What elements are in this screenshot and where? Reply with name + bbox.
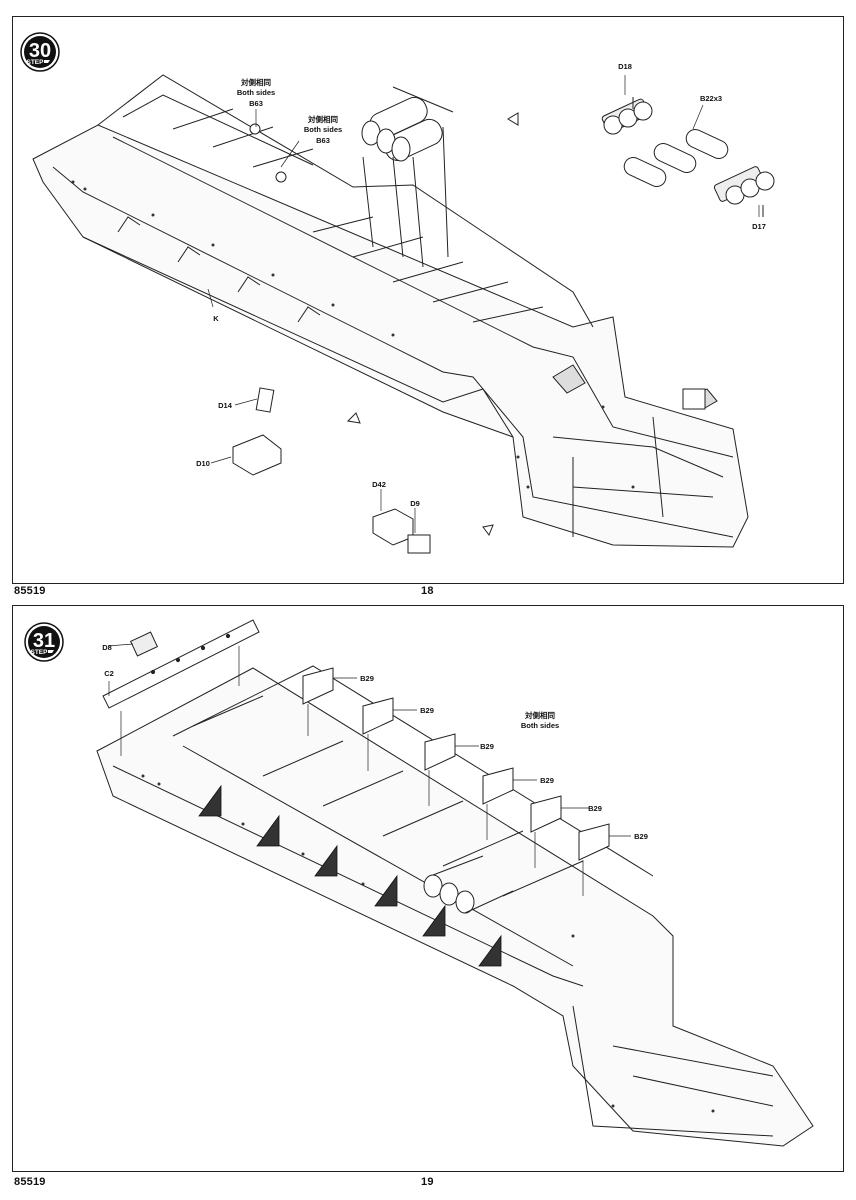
direction-arrows — [346, 112, 519, 537]
leader-lines-31 — [107, 643, 631, 896]
step-word: STEP — [27, 59, 45, 66]
label-d14: D14 — [218, 401, 233, 410]
note-en: Both sides — [521, 721, 559, 730]
step-30-badge: 30 STEP — [20, 32, 60, 72]
label-d9: D9 — [410, 499, 420, 508]
note-1-en: Both sides — [237, 88, 275, 97]
cylinder-set-right — [601, 97, 775, 217]
label-b29-1: B29 — [360, 674, 374, 683]
page-number-bottom: 19 — [421, 1176, 434, 1188]
chassis-frame — [32, 74, 749, 548]
note-2-cn: 対側相同 — [307, 114, 338, 124]
label-b29-6: B29 — [634, 832, 648, 841]
label-d42: D42 — [372, 480, 386, 489]
label-d17: D17 — [752, 222, 766, 231]
frame-holes — [71, 180, 635, 489]
label-b63-2: B63 — [316, 136, 330, 145]
kit-number-top: 85519 — [14, 585, 46, 597]
label-k: K — [213, 314, 219, 323]
step-number: 30 — [29, 40, 51, 62]
label-c2: C2 — [104, 669, 114, 678]
frame-tanks — [423, 855, 514, 914]
note-1-cn: 対側相同 — [240, 77, 271, 87]
label-b29-4: B29 — [540, 776, 554, 785]
step-31-badge: 31 STEP — [24, 622, 64, 662]
label-b29-2: B29 — [420, 706, 434, 715]
label-b22x3: B22x3 — [700, 94, 722, 103]
frame-holes-31 — [141, 774, 715, 1113]
chassis-frame-31 — [96, 665, 814, 1147]
step-number: 31 — [33, 630, 55, 652]
label-d8: D8 — [102, 643, 112, 652]
label-b63-1: B63 — [249, 99, 263, 108]
page-number-top: 18 — [421, 585, 434, 597]
step-30-illustration: 30 STEP — [20, 32, 775, 554]
rail-part-c2 — [102, 619, 260, 709]
label-b29-3: B29 — [480, 742, 494, 751]
step-31-illustration: 31 STEP — [24, 619, 814, 1147]
step-word: STEP — [31, 649, 49, 656]
b29-brackets — [302, 667, 610, 861]
note-cn: 対側相同 — [524, 710, 555, 720]
step-31-panel: 31 STEP — [12, 605, 844, 1172]
tank-cylinders-assembly — [361, 86, 454, 268]
leader-lines — [207, 75, 760, 533]
label-b29-5: B29 — [588, 804, 602, 813]
label-d18: D18 — [618, 62, 632, 71]
kit-number-bottom: 85519 — [14, 1176, 46, 1188]
note-2-en: Both sides — [304, 125, 342, 134]
step-30-panel: 30 STEP — [12, 16, 844, 584]
label-d10: D10 — [196, 459, 210, 468]
dark-gussets — [198, 784, 502, 967]
loose-parts — [232, 123, 706, 554]
